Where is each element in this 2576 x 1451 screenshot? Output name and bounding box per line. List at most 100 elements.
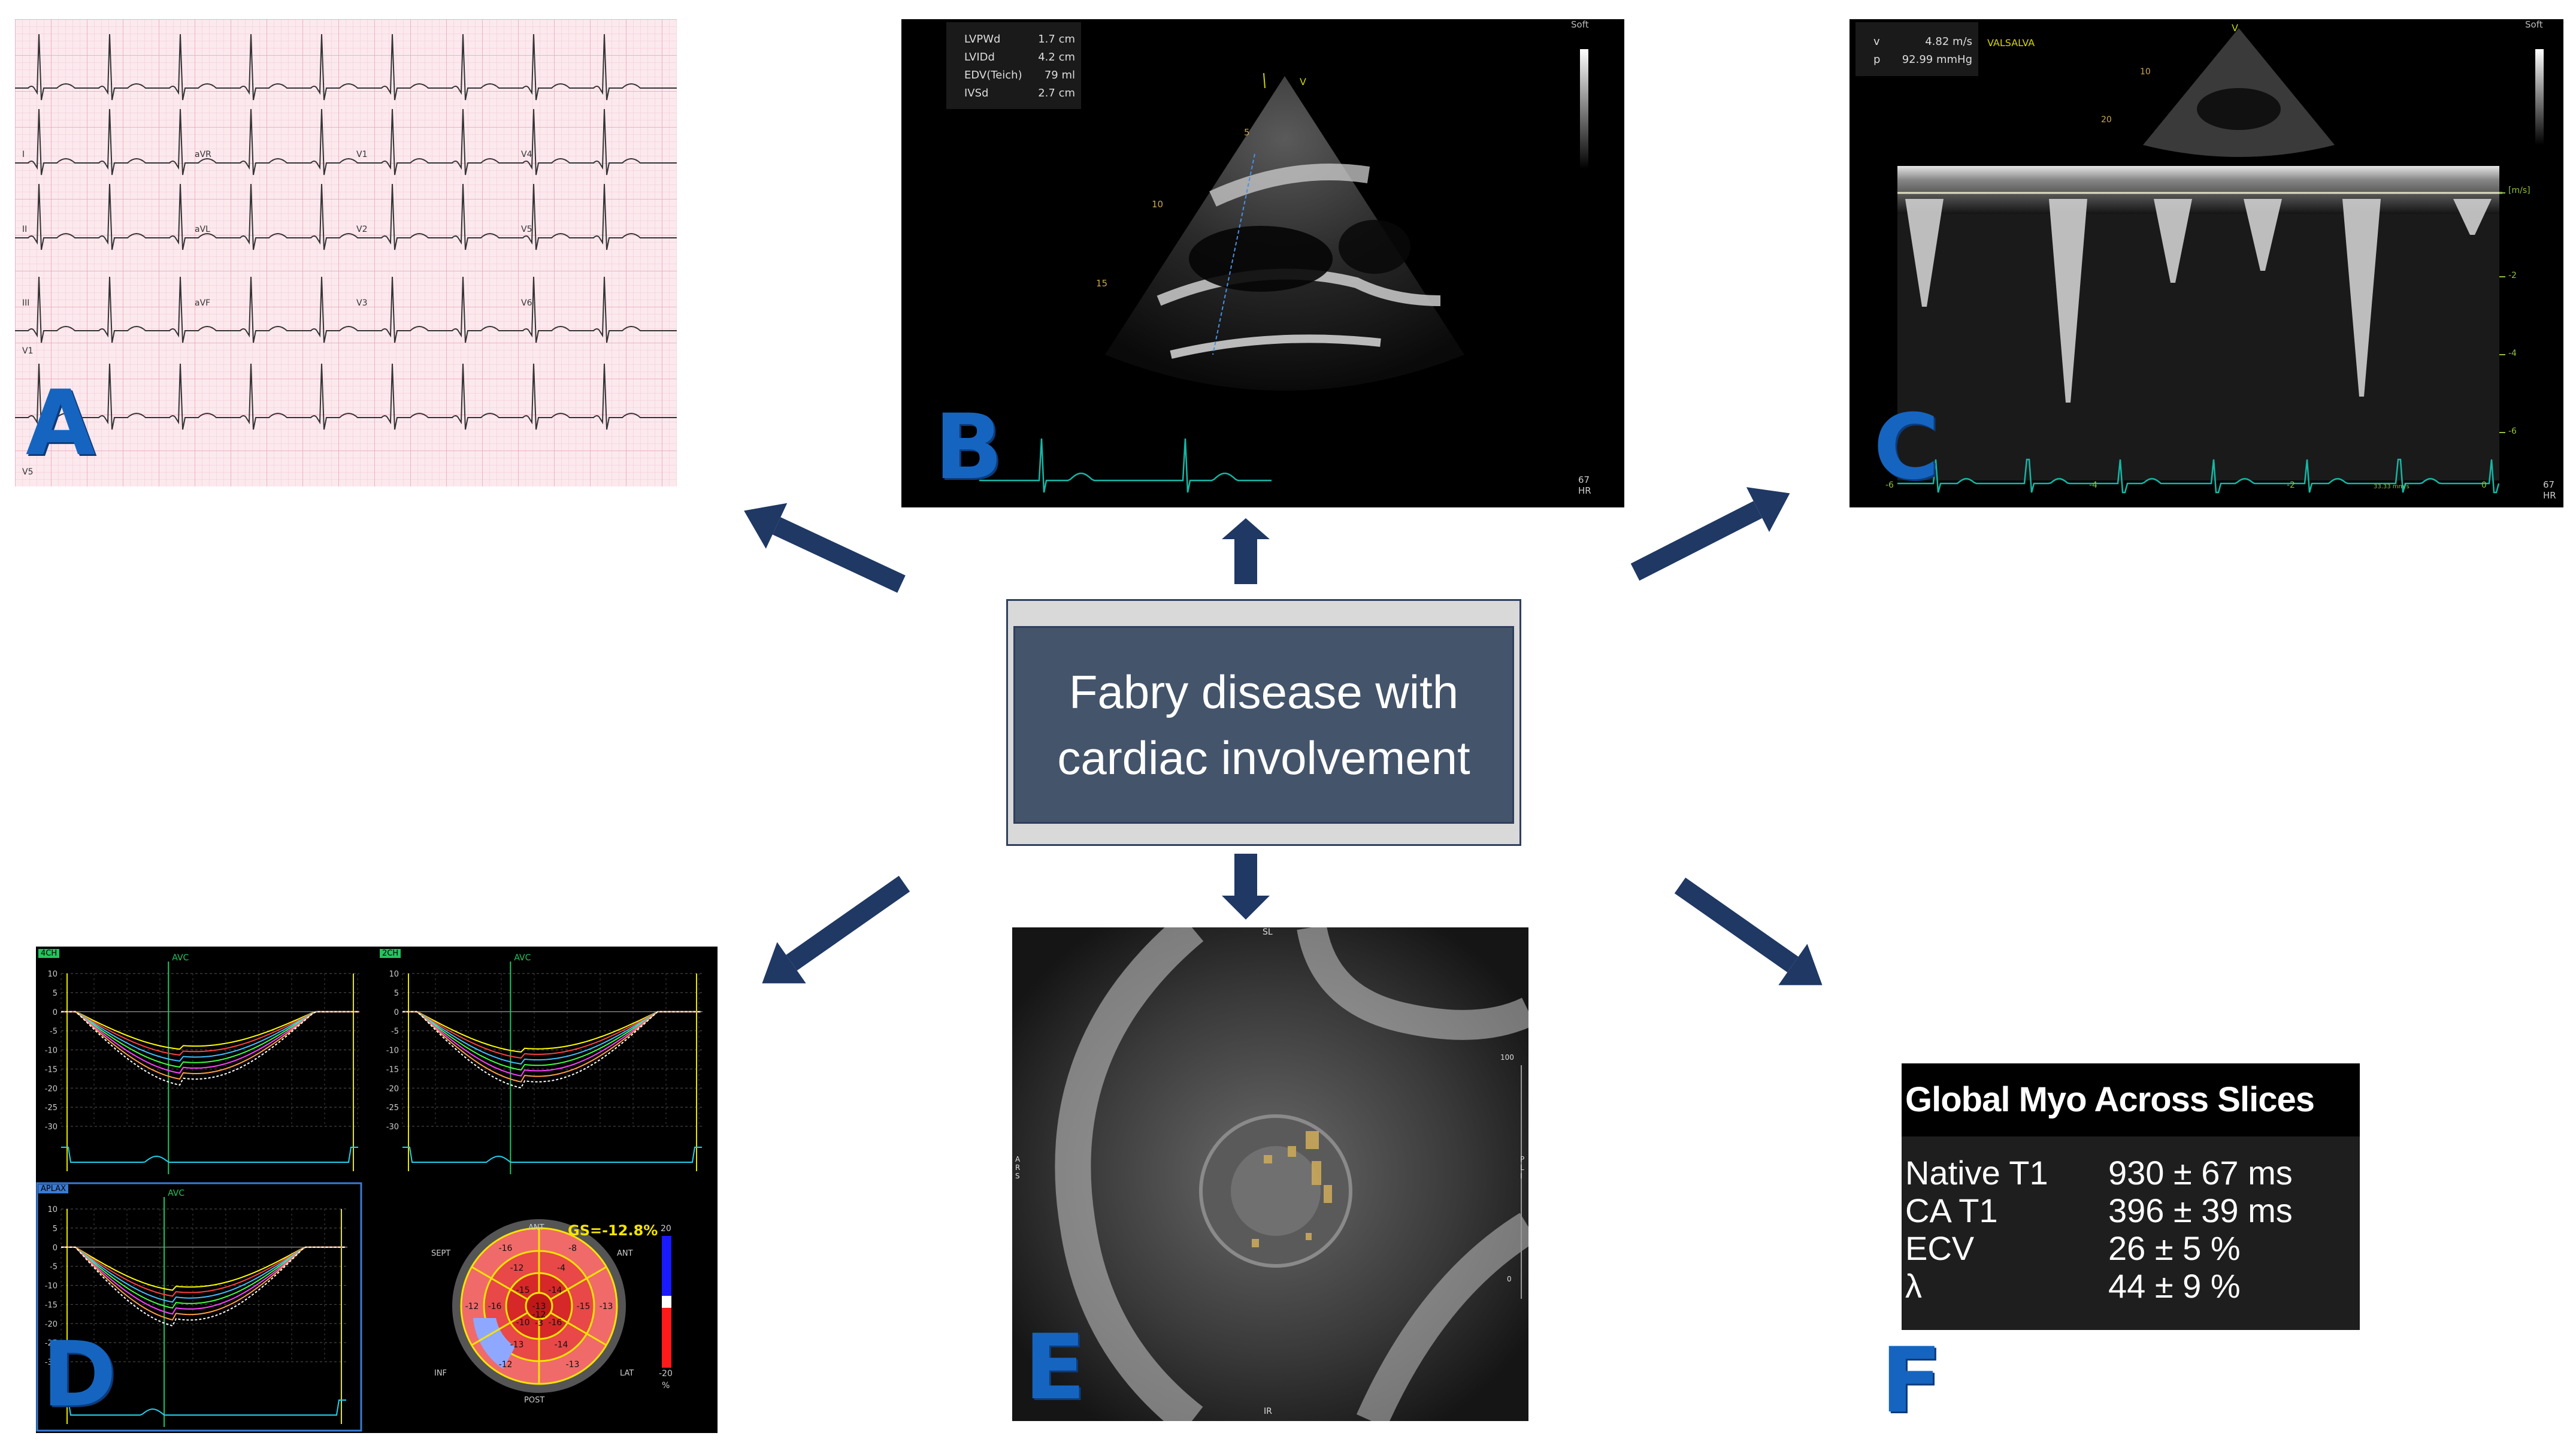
bullseye-segment-value: -3 <box>535 1319 543 1328</box>
doppler-jet <box>2244 199 2282 271</box>
strain-curve <box>61 1246 345 1315</box>
strain-y-tick: -10 <box>45 1282 57 1291</box>
measurement-label: EDV(Teich) <box>964 69 1022 81</box>
scale-unit: % <box>662 1381 670 1390</box>
time-tick-0: 0 <box>2481 480 2487 490</box>
depth-mark-10: 10 <box>2140 67 2151 77</box>
strain-y-tick: -25 <box>45 1104 57 1113</box>
global-strain-label: GS=-12.8% <box>568 1222 658 1239</box>
center-title: Fabry disease with cardiac involvement <box>1036 659 1491 791</box>
strain-curve <box>61 1011 359 1074</box>
mapping-row-label: λ <box>1905 1267 1922 1305</box>
strain-y-tick: -20 <box>45 1320 57 1329</box>
lead-label: V1 <box>356 150 367 159</box>
echo-image: V <box>979 49 1588 493</box>
bullseye-segment-value: -13 <box>510 1340 524 1350</box>
strain-y-tick: 10 <box>47 970 57 979</box>
sweep-speed: 33.33 mm/s <box>2374 483 2409 490</box>
window-scale-min: 0 <box>1507 1275 1512 1283</box>
lead-label: aVR <box>195 150 211 159</box>
lead-label: V4 <box>521 150 532 159</box>
lead-label: V1 <box>22 346 33 356</box>
velocity-tick-6: -6 <box>2508 427 2517 436</box>
time-tick-6: -6 <box>1885 480 1894 490</box>
strain-view-tag: 2CH <box>380 949 401 958</box>
hr-value: 67 <box>2543 479 2555 490</box>
panel-letter-e: E <box>1024 1316 1086 1420</box>
lead-label: V5 <box>22 467 33 477</box>
measurement-value: 79 ml <box>1044 69 1075 81</box>
mapping-row-label: CA T1 <box>1905 1192 1998 1229</box>
lead-label: V2 <box>356 225 367 234</box>
mapping-row-value: 26 ± 5 % <box>2108 1229 2241 1267</box>
strain-curve <box>61 1011 359 1086</box>
mapping-row-native-t1: Native T1 930 ± 67 ms <box>1902 1154 2360 1192</box>
doppler-image: V <box>1897 22 2544 494</box>
mapping-table-title: Global Myo Across Slices <box>1902 1063 2360 1136</box>
velocity-tick-4: -4 <box>2508 349 2517 358</box>
strain-curve <box>402 1011 701 1065</box>
depth-mark-15: 15 <box>1096 278 1108 289</box>
arrow-up-icon <box>1222 518 1270 584</box>
bullseye-segment-value: -13 <box>532 1302 546 1311</box>
preset-label: Soft <box>1571 19 1589 30</box>
strain-y-tick: -15 <box>45 1301 57 1310</box>
strain-y-tick: -5 <box>50 1027 57 1036</box>
bullseye-segment-value: -12 <box>510 1263 524 1273</box>
bullseye-segment-value: -12 <box>499 1360 513 1370</box>
strain-y-tick: -25 <box>45 1339 57 1348</box>
strain-y-tick: -10 <box>45 1047 57 1056</box>
arrow-down-icon <box>1222 854 1270 920</box>
strain-y-tick: -15 <box>45 1065 57 1074</box>
orientation-label-right: PLI <box>1520 1155 1525 1180</box>
mri-panel: SL IR ARS PLI 100 0 E <box>1012 927 1528 1421</box>
strain-curve <box>402 1011 701 1089</box>
measurement-label: v <box>1873 35 1880 48</box>
orientation-label-top: SL <box>1263 927 1273 937</box>
bullseye-segment-value: -14 <box>548 1286 562 1295</box>
center-box: Fabry disease with cardiac involvement <box>1013 626 1514 824</box>
maneuver-label: VALSALVA <box>1987 37 2035 49</box>
bullseye-plot: -8-13-13-12-12-16-4-15-14-13-16-12-14-16… <box>452 1219 626 1393</box>
hr-label: HR <box>1578 485 1591 496</box>
orientation-label-left: ARS <box>1015 1155 1021 1180</box>
strain-y-tick: 10 <box>47 1205 57 1214</box>
bullseye-segment-value: -16 <box>499 1244 513 1253</box>
measurement-label: IVSd <box>964 87 989 99</box>
strain-y-tick: 0 <box>53 1008 57 1017</box>
arrow-up-left-icon <box>744 503 906 593</box>
lead-label: V3 <box>356 298 367 308</box>
lead-label: aVL <box>195 225 210 234</box>
strain-y-tick: -30 <box>45 1358 57 1367</box>
t1-mapping-panel: Global Myo Across Slices Native T1 930 ±… <box>1902 1063 2360 1330</box>
mapping-row-label: ECV <box>1905 1229 1975 1267</box>
strain-curve <box>402 1011 701 1083</box>
bullseye-segment-value: -16 <box>488 1302 502 1311</box>
center-title-line-1: Fabry disease with <box>1068 666 1459 718</box>
mapping-row-value: 396 ± 39 ms <box>2108 1192 2293 1229</box>
mapping-row-value: 44 ± 9 % <box>2108 1267 2241 1305</box>
panel-letter-a: A <box>26 371 96 476</box>
strain-y-tick: -30 <box>386 1123 399 1132</box>
strain-y-tick: -20 <box>45 1084 57 1093</box>
measurement-value: 1.7 cm <box>1038 33 1075 46</box>
velocity-tick-2: -2 <box>2508 271 2517 280</box>
strain-y-tick: -15 <box>386 1065 399 1074</box>
bullseye-label-inf: INF <box>434 1369 447 1378</box>
time-tick-4: -4 <box>2089 480 2097 490</box>
panel-letter-c: C <box>1873 395 1940 500</box>
svg-text:V: V <box>1300 76 1306 87</box>
bullseye-segment-value: -13 <box>600 1302 613 1311</box>
svg-text:V: V <box>2232 22 2238 34</box>
strain-view-tag: APLAX <box>38 1184 69 1193</box>
mri-image <box>1012 927 1528 1421</box>
lead-label: I <box>22 150 25 159</box>
